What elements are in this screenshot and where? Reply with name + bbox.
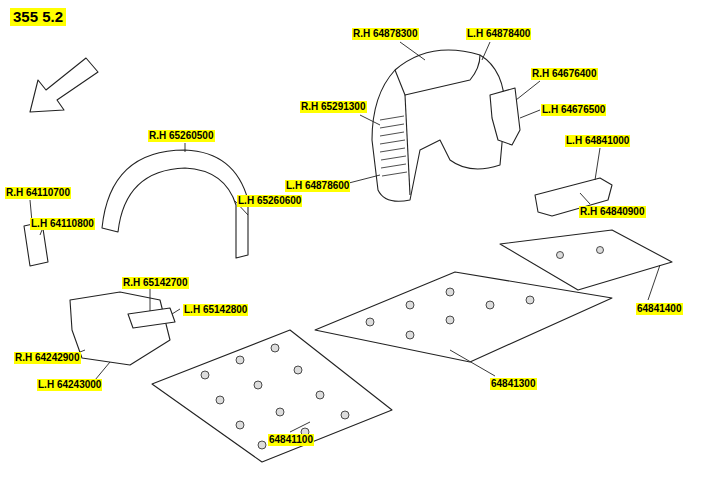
floor-panel: [315, 272, 612, 362]
part-number: L.H 65260600: [237, 195, 302, 207]
diagram-title: 355 5.2: [10, 8, 66, 26]
floor-panel: [152, 330, 392, 462]
side-plate: [70, 292, 170, 365]
part-number: R.H 64676400: [531, 68, 598, 80]
part-number: 64841400: [636, 303, 683, 315]
direction-arrow: [30, 58, 98, 112]
small-plate: [128, 308, 175, 328]
part-number: L.H 64676500: [541, 104, 606, 116]
part-number: R.H 65291300: [300, 101, 367, 113]
bracket: [490, 88, 520, 145]
part-number: L.H 64110800: [30, 218, 95, 230]
part-number: R.H 64242900: [14, 352, 81, 364]
leader-lines: [30, 42, 660, 432]
wheel-housing: [372, 50, 505, 201]
part-number: R.H 64110700: [5, 187, 71, 199]
part-number: R.H 65142700: [122, 277, 189, 289]
part-number: R.H 64878300: [352, 28, 419, 40]
part-number: R.H 65260500: [148, 130, 215, 142]
inner-arch: [102, 150, 248, 258]
floor-panel: [500, 230, 672, 290]
part-number: 64841100: [268, 434, 314, 446]
part-number: R.H 64840900: [579, 206, 646, 218]
part-number: L.H 64878400: [466, 28, 531, 40]
part-number: L.H 64243000: [37, 379, 102, 391]
part-number: L.H 65142800: [183, 304, 248, 316]
part-number: L.H 64841000: [565, 135, 630, 147]
part-number: 64841300: [490, 378, 537, 390]
part-number: L.H 64878600: [285, 180, 350, 192]
